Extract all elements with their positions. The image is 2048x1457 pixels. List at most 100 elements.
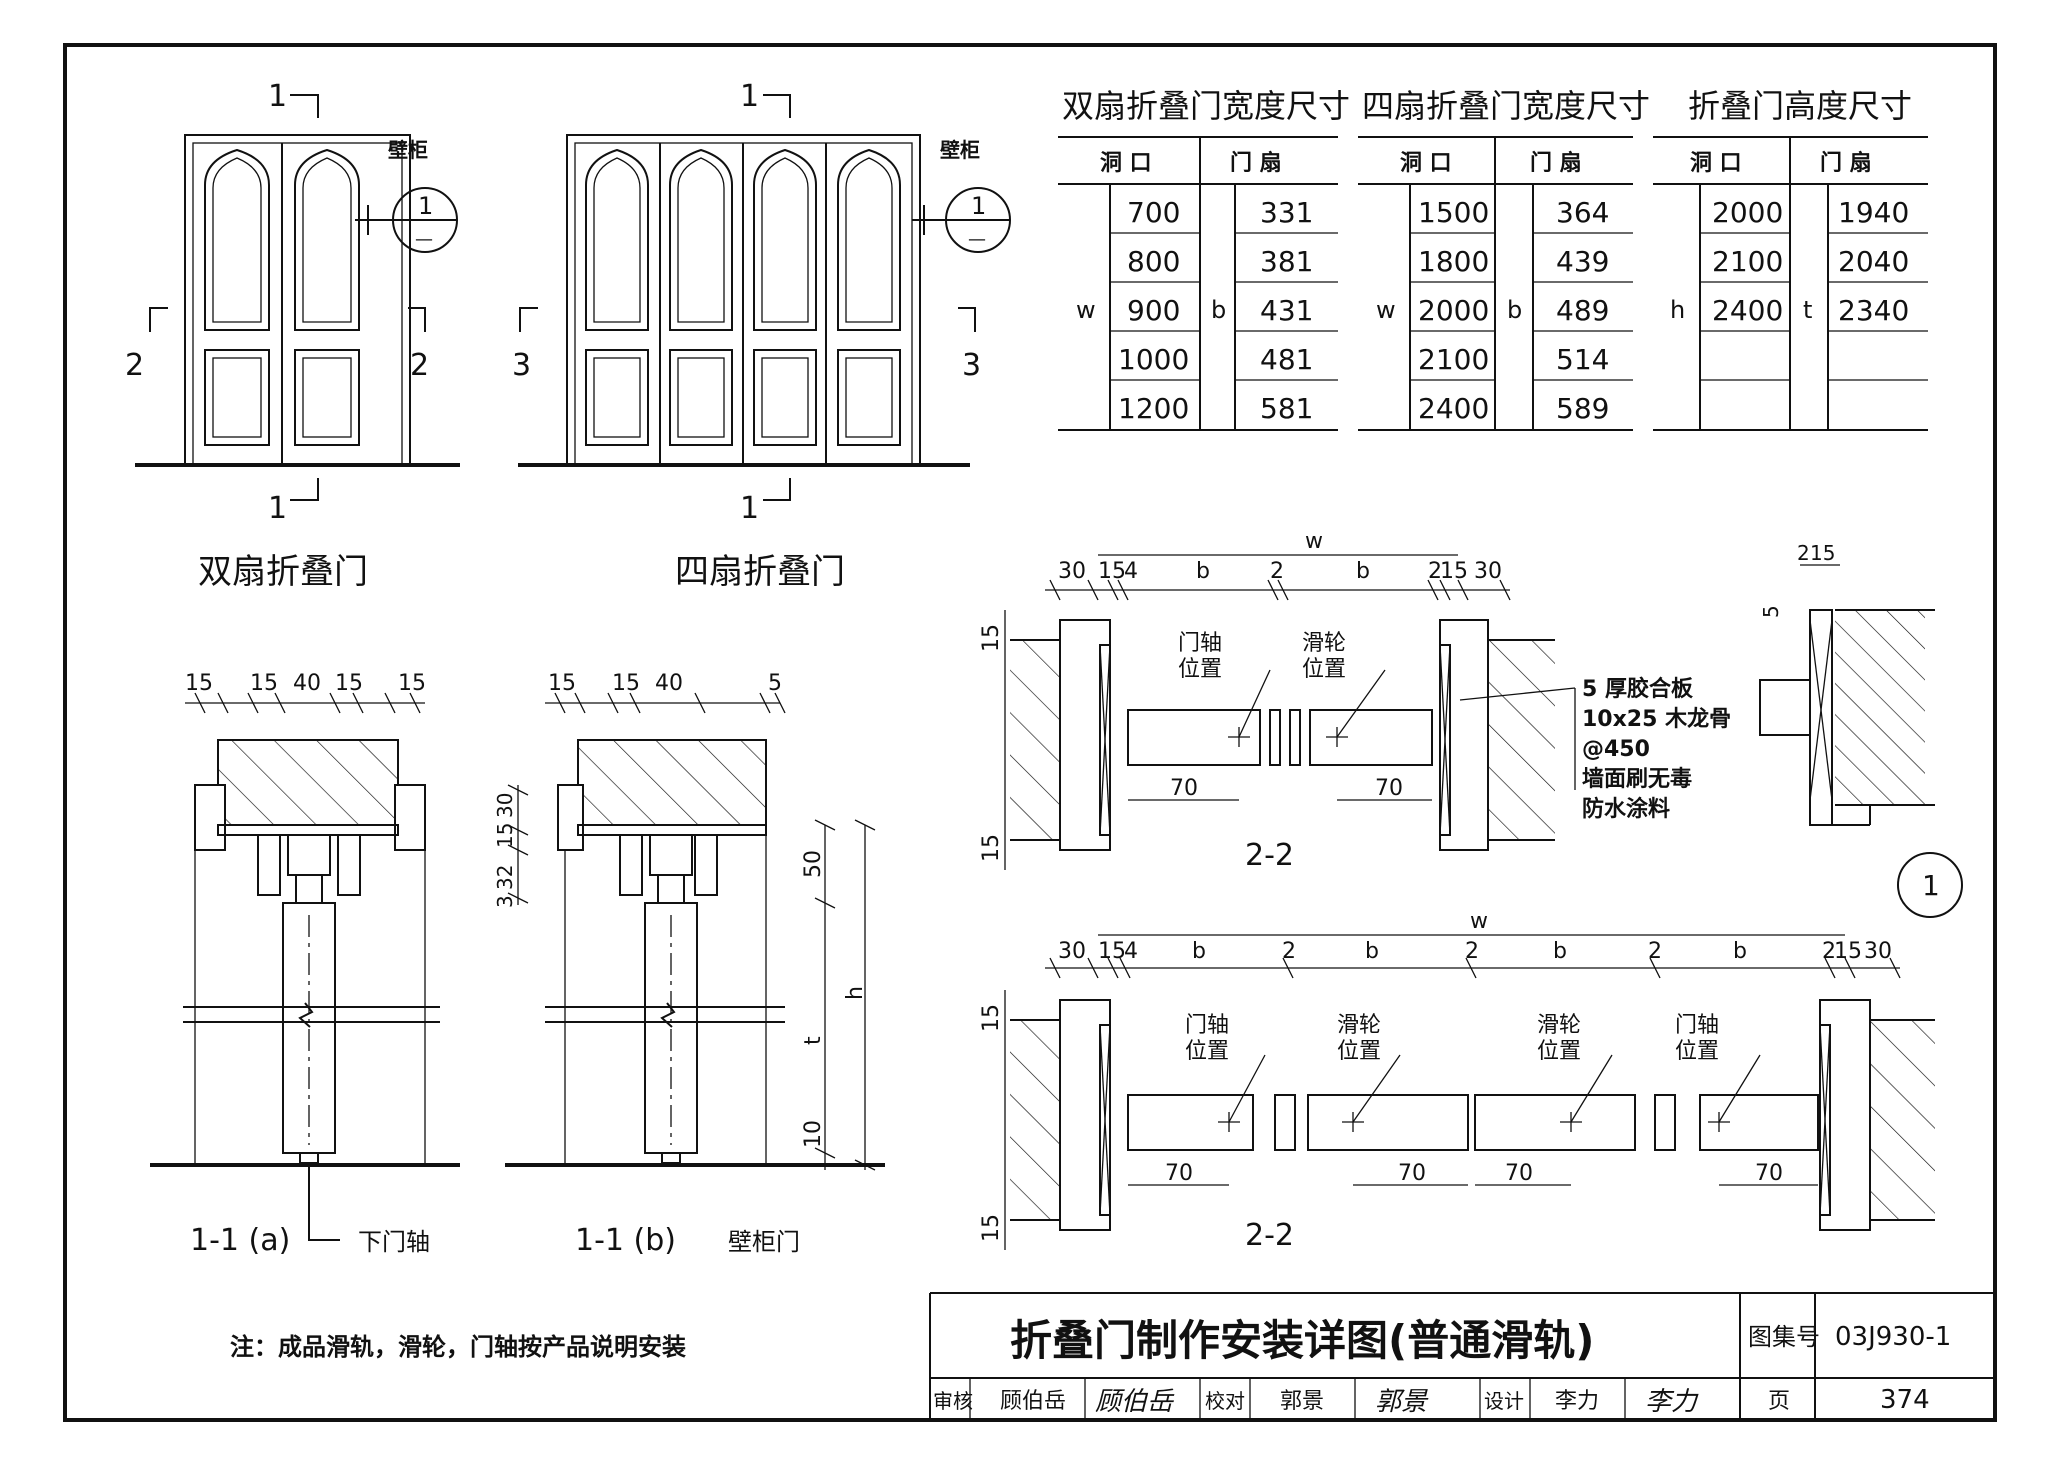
reviewer-name: 顾伯岳 xyxy=(1000,1389,1066,1414)
note-line: 防水涂料 xyxy=(1582,796,1670,822)
section-3-3-detail: 2 15 5 xyxy=(1759,541,1935,826)
plan-2-2-two-leaf: w 30 15 4 b 2 b 2 15 30 xyxy=(979,529,1731,873)
dim-label: 15 xyxy=(1810,541,1835,565)
table-cell: 2100 xyxy=(1712,245,1783,278)
table-cell: 431 xyxy=(1260,294,1313,327)
table-four-leaf-width: 四扇折叠门宽度尺寸 洞 口 门 扇 w b 1500 364 1800 xyxy=(1358,87,1650,431)
detail-ref-top: 1 xyxy=(971,192,986,220)
section-1-1-b: 15 15 40 5 30 15 32 3 xyxy=(493,671,885,1258)
reviewer-signature: 顾伯岳 xyxy=(1095,1387,1175,1417)
table-cell: 481 xyxy=(1260,343,1313,376)
section-caption: 1-1 (b) xyxy=(575,1223,676,1258)
title-block: 折叠门制作安装详图(普通滑轨) 图集号 03J930-1 审核 顾伯岳 顾伯岳 … xyxy=(929,1292,1995,1420)
col-header-leaf: 门 扇 xyxy=(1820,150,1872,176)
plan-label: 位置 xyxy=(1675,1039,1719,1064)
dim-label: 4 xyxy=(1124,939,1138,964)
section-caption: 2-2 xyxy=(1245,1218,1294,1253)
dim-label: 15 xyxy=(398,671,426,696)
section-caption: 2-2 xyxy=(1245,838,1294,873)
dim-label: 2 xyxy=(1465,939,1479,964)
page-number: 374 xyxy=(1880,1385,1930,1415)
dim-label: 30 xyxy=(1474,559,1502,584)
elevation-four-leaf: 1 1 3 3 壁柜 1 — 四扇折叠门 xyxy=(512,79,1011,592)
detail-ref-bottom: — xyxy=(415,229,433,250)
checker-signature: 郭景 xyxy=(1375,1387,1429,1417)
symbol-b: b xyxy=(1507,296,1522,324)
dim-label: 2 xyxy=(1822,939,1836,964)
dim-label: 5 xyxy=(1759,605,1783,618)
dim-label: 30 xyxy=(1058,939,1086,964)
offset-label: 70 xyxy=(1375,776,1403,801)
table-cell: 2000 xyxy=(1418,294,1489,327)
plan-label: 门轴 xyxy=(1675,1013,1719,1038)
review-label: 审核 xyxy=(933,1389,973,1413)
note-line: 10x25 木龙骨 xyxy=(1582,707,1731,732)
table-cell: 514 xyxy=(1556,343,1609,376)
offset-label: 70 xyxy=(1398,1161,1426,1186)
detail-ref-top: 1 xyxy=(418,192,433,220)
dim-label: b xyxy=(1365,939,1379,964)
section-1-1-a: 15 15 40 15 15 下门轴 1-1 (a) xyxy=(150,671,460,1258)
dim-label: 5 xyxy=(768,671,782,696)
roller-label: 滑轮 xyxy=(1302,631,1346,656)
section-mark-top: 1 xyxy=(740,79,759,114)
section-mark-bottom: 1 xyxy=(740,491,759,526)
dim-label: 15 xyxy=(493,823,517,848)
symbol-h: h xyxy=(1670,296,1685,324)
section-caption: 1-1 (a) xyxy=(190,1223,290,1258)
symbol-b: b xyxy=(1211,296,1226,324)
dim-label: 3 xyxy=(493,895,517,908)
dim-label: b xyxy=(1192,939,1206,964)
dim-label: t xyxy=(801,1036,826,1045)
cabinet-label: 壁柜 xyxy=(388,138,428,162)
page-label: 页 xyxy=(1768,1389,1790,1414)
section-side-right: 2 xyxy=(410,348,429,383)
table-title: 折叠门高度尺寸 xyxy=(1688,87,1912,125)
dim-label: 2 xyxy=(1270,559,1284,584)
dim-w: w xyxy=(1305,529,1323,554)
table-cell: 589 xyxy=(1556,392,1609,425)
table-cell: 1500 xyxy=(1418,196,1489,229)
section-mark-bottom: 1 xyxy=(268,491,287,526)
table-cell: 581 xyxy=(1260,392,1313,425)
dim-label: 2 xyxy=(1797,541,1810,565)
offset-label: 70 xyxy=(1505,1161,1533,1186)
door-label: 壁柜门 xyxy=(728,1228,800,1256)
dim-label: 50 xyxy=(801,850,826,878)
table-cells: 1500 364 1800 439 2000 489 2100 514 2400… xyxy=(1418,196,1609,425)
dim-label: b xyxy=(1196,559,1210,584)
symbol-w: w xyxy=(1076,296,1096,324)
table-cell: 1000 xyxy=(1118,343,1189,376)
plan-2-2-four-leaf: w 30 15 4 b 2 b 2 b 2 b 2 15 30 xyxy=(979,909,1935,1253)
table-title: 双扇折叠门宽度尺寸 xyxy=(1062,87,1350,125)
dim-label: 2 xyxy=(1648,939,1662,964)
check-label: 校对 xyxy=(1205,1389,1245,1413)
plan-label: 位置 xyxy=(1337,1039,1381,1064)
dim-label: 40 xyxy=(655,671,683,696)
table-cells: 700 331 800 381 900 431 1000 481 1200 58… xyxy=(1118,196,1313,425)
drawing-title: 折叠门制作安装详图(普通滑轨) xyxy=(1010,1316,1594,1365)
dim-label: 10 xyxy=(801,1120,826,1148)
table-cell: 2040 xyxy=(1838,245,1909,278)
dim-label: 4 xyxy=(1124,559,1138,584)
pivot-label: 位置 xyxy=(1178,657,1222,682)
dim-label: 40 xyxy=(293,671,321,696)
dim-label: 32 xyxy=(493,865,517,890)
dim-label: b xyxy=(1356,559,1370,584)
table-cell: 331 xyxy=(1260,196,1313,229)
sheet-border xyxy=(63,43,1997,1422)
dim-label: b xyxy=(1553,939,1567,964)
detail-ref-bottom: — xyxy=(968,229,986,250)
designer-name: 李力 xyxy=(1555,1389,1599,1414)
table-cell: 700 xyxy=(1127,196,1180,229)
table-cell: 2400 xyxy=(1418,392,1489,425)
col-header-opening: 洞 口 xyxy=(1690,151,1742,176)
table-cells: 2000 1940 2100 2040 2400 2340 xyxy=(1712,196,1909,327)
note-line: @450 xyxy=(1582,737,1650,762)
plan-label: 位置 xyxy=(1537,1039,1581,1064)
table-cell: 439 xyxy=(1556,245,1609,278)
col-header-opening: 洞 口 xyxy=(1400,151,1452,176)
table-title: 四扇折叠门宽度尺寸 xyxy=(1362,87,1650,125)
dim-label: 15 xyxy=(979,624,1004,652)
detail-marker xyxy=(1897,852,1963,918)
